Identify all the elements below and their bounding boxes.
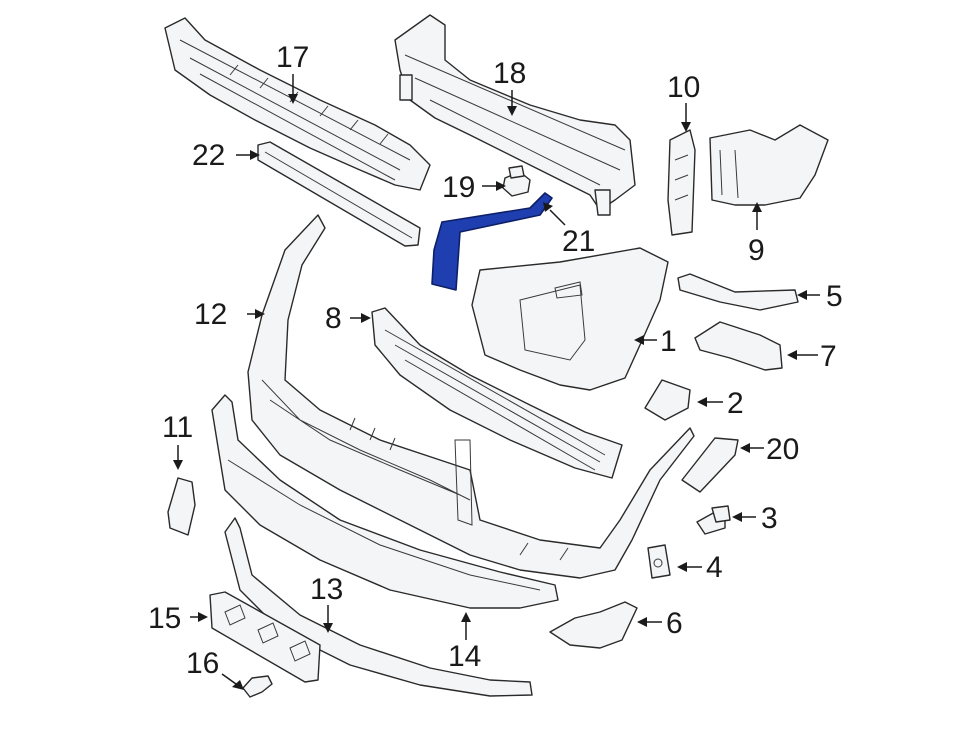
part-5-bracket: [677, 273, 799, 311]
part-2-clip: [644, 379, 691, 421]
callout-11: 11: [162, 411, 193, 444]
callout-1: 1: [660, 325, 677, 358]
callout-16: 16: [186, 647, 219, 680]
part-4-nut-clip: [647, 544, 671, 579]
callout-15: 15: [148, 602, 181, 635]
callout-19: 19: [442, 171, 475, 204]
part-8-lower-grille: [371, 307, 623, 479]
callout-13: 13: [310, 573, 343, 606]
highlighted-bracket: [431, 192, 553, 291]
callout-10: 10: [667, 71, 700, 104]
callout-7: 7: [820, 340, 837, 373]
callout-14: 14: [448, 640, 481, 673]
callout-5: 5: [826, 280, 843, 313]
callout-4: 4: [706, 551, 723, 584]
callout-18: 18: [493, 57, 526, 90]
part-17-energy-absorber: [164, 17, 431, 191]
part-11-bracket: [167, 477, 196, 536]
part-12-bumper-cover: [247, 214, 695, 579]
part-21-bracket-highlighted: [431, 192, 553, 291]
callout-3: 3: [761, 502, 778, 535]
callout-9: 9: [748, 234, 765, 267]
part-14-lower-valance: [211, 394, 559, 609]
part-9-air-deflector: [709, 124, 829, 206]
callout-2: 2: [727, 387, 744, 420]
callout-17: 17: [276, 41, 309, 74]
part-16-push-pin: [242, 675, 273, 698]
part-10-side-bracket: [667, 129, 696, 236]
callout-22: 22: [192, 139, 225, 172]
callout-20: 20: [766, 433, 799, 466]
callout-12: 12: [194, 298, 227, 331]
part-6-bracket: [549, 601, 638, 649]
part-1-bumper-corner: [471, 247, 669, 391]
callout-6: 6: [666, 607, 683, 640]
part-7-deflector: [694, 321, 783, 371]
part-19-bolt: [502, 165, 531, 197]
leader-lines: [173, 74, 820, 690]
part-15-license-bracket: [209, 591, 321, 683]
part-18-reinforcement-beam: [394, 14, 636, 216]
part-20-side-guide: [681, 437, 739, 493]
callout-8: 8: [325, 302, 342, 335]
callout-labels: 17 18 10 22 19 21 9 12 8 5 1 7 2 11 20 3…: [148, 41, 843, 680]
part-22-strip: [257, 141, 421, 247]
callout-21: 21: [562, 225, 595, 258]
part-3-screw: [696, 505, 731, 535]
